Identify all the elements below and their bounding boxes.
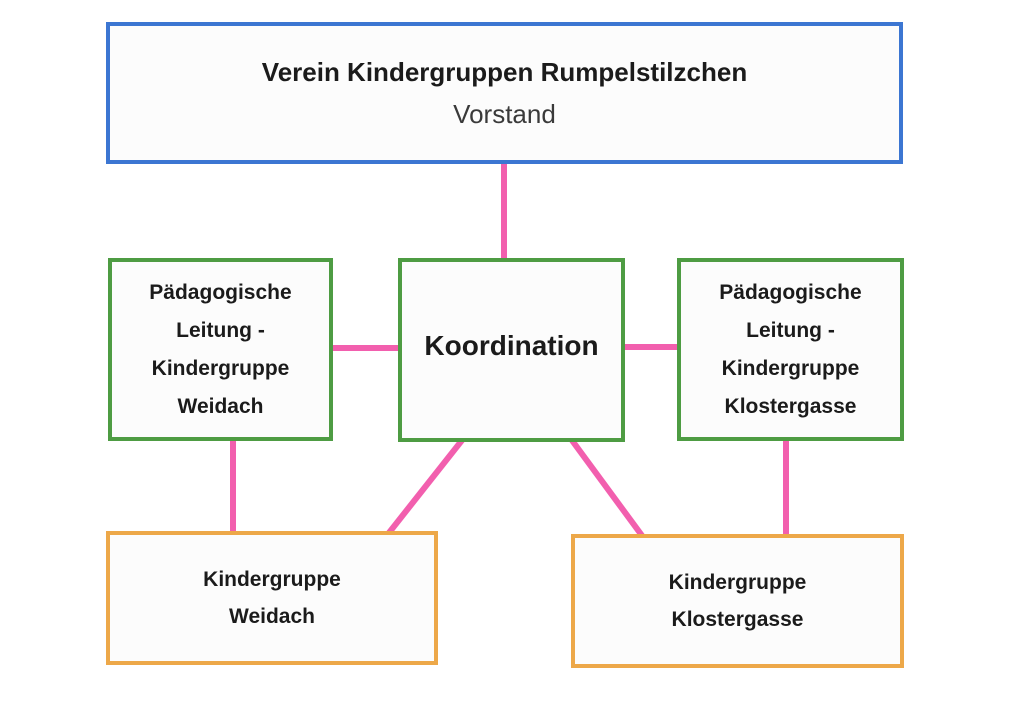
edge-koordination-kg-weidach xyxy=(385,437,466,536)
node-kindergruppe-klostergasse: Kindergruppe Klostergasse xyxy=(571,534,904,668)
koordination-label: Koordination xyxy=(424,330,599,361)
node-label-line: Klostergasse xyxy=(671,608,804,631)
node-label-line: Kindergruppe xyxy=(151,356,290,380)
node-label-line: Leitung - xyxy=(176,318,265,342)
node-label-line: Kindergruppe xyxy=(203,568,341,591)
node-label-line: Kindergruppe xyxy=(668,571,807,594)
node-kindergruppe-weidach: Kindergruppe Weidach xyxy=(106,531,438,665)
node-label-line: Kindergruppe xyxy=(721,356,860,380)
node-label-line: Pädagogische xyxy=(149,280,292,304)
node-label-line: Weidach xyxy=(229,605,315,628)
node-label-line: Klostergasse xyxy=(724,394,857,418)
node-vorstand: Verein Kindergruppen Rumpelstilzchen Vor… xyxy=(106,22,903,164)
node-label-line: Leitung - xyxy=(746,318,835,342)
edge-koordination-kg-klostergasse xyxy=(568,437,646,539)
node-koordination: Koordination xyxy=(398,258,625,442)
node-paedagogische-leitung-klostergasse: Pädagogische Leitung - Kindergruppe Klos… xyxy=(677,258,904,441)
node-label-line: Weidach xyxy=(177,394,264,418)
node-label-line: Pädagogische xyxy=(719,280,862,304)
node-paedagogische-leitung-weidach: Pädagogische Leitung - Kindergruppe Weid… xyxy=(108,258,333,441)
vorstand-subtitle: Vorstand xyxy=(453,99,556,129)
vorstand-title: Verein Kindergruppen Rumpelstilzchen xyxy=(261,57,748,87)
